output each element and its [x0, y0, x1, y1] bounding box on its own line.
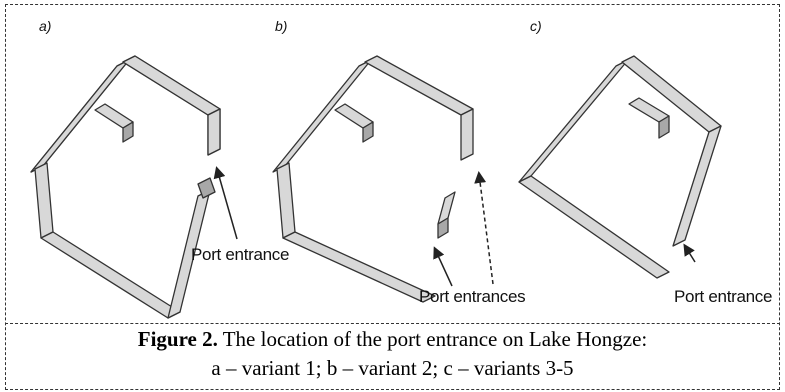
- panel-a-label: a): [39, 18, 52, 34]
- figure-frame: [5, 4, 780, 390]
- panel-a-breakwater: [30, 55, 221, 319]
- panel-b-callout: Port entrances: [419, 287, 526, 306]
- panel-a-arrow: [213, 166, 238, 240]
- caption-text: The location of the port entrance on Lak…: [217, 327, 648, 351]
- figure-illustration: a) b) c) Port entrance Port entrances Po…: [5, 4, 780, 324]
- panel-c-label: c): [530, 18, 542, 34]
- figure-caption: Figure 2. The location of the port entra…: [5, 325, 780, 389]
- panel-c-breakwater: [518, 55, 722, 279]
- panel-b-label: b): [275, 18, 288, 34]
- breakwater-drawings: [30, 55, 722, 319]
- caption-label: Figure 2.: [137, 327, 218, 351]
- caption-line-1: Figure 2. The location of the port entra…: [5, 325, 780, 354]
- caption-line-2: a – variant 1; b – variant 2; c – varian…: [211, 356, 574, 380]
- panel-b-arrow-1: [433, 246, 453, 287]
- panel-c-arrow: [683, 243, 696, 263]
- panel-b-arrow-2: [474, 171, 494, 285]
- panel-b-breakwater: [272, 55, 474, 303]
- panel-c-callout: Port entrance: [674, 287, 773, 306]
- panel-a-callout: Port entrance: [191, 245, 290, 264]
